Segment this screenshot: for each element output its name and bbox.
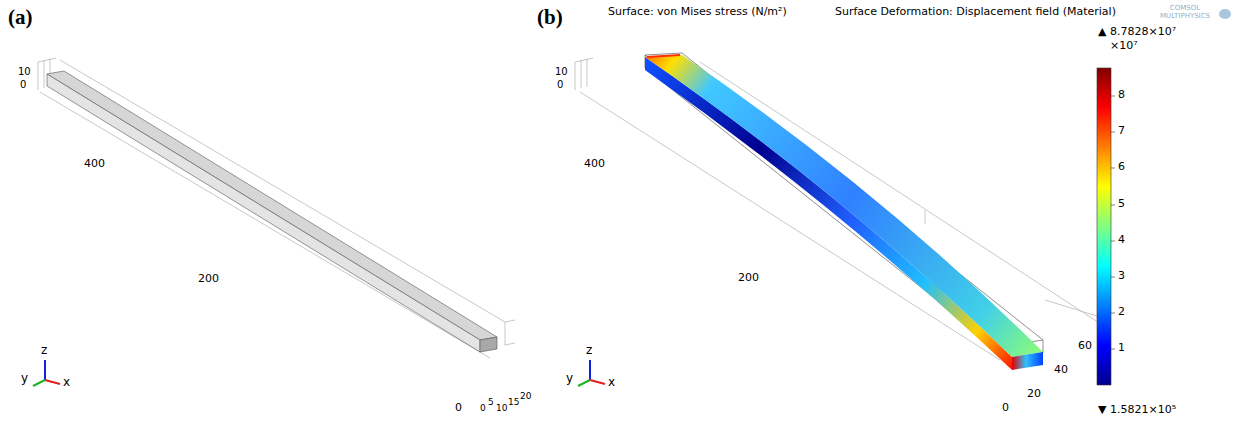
axis-letter: z bbox=[586, 344, 592, 357]
axis-tick: 0 bbox=[20, 79, 26, 90]
color-bar bbox=[1097, 68, 1111, 385]
tick-label: 5 bbox=[1118, 198, 1125, 210]
panel-label: (a) bbox=[8, 6, 33, 29]
axis-tick: 400 bbox=[82, 158, 107, 170]
max-value: ▲ 8.7828×10⁷ bbox=[1098, 26, 1176, 38]
tick-label: 2 bbox=[1118, 306, 1125, 318]
axis-tick: 200 bbox=[196, 273, 221, 285]
axis-tick: 400 bbox=[582, 158, 607, 170]
logo-mark bbox=[1219, 9, 1231, 19]
axis-triad bbox=[578, 360, 605, 386]
axis-tick: 0 bbox=[1002, 402, 1009, 414]
plot-title: Surface: von Mises stress (N/m²) bbox=[608, 6, 787, 18]
axis-letter: y bbox=[566, 372, 573, 385]
min-value: ▼ 1.5821×10⁵ bbox=[1098, 404, 1176, 416]
axis-tick: 40 bbox=[1054, 364, 1068, 376]
undeformed-wireframe bbox=[645, 53, 1043, 358]
watermark: COMSOL bbox=[1170, 5, 1200, 13]
axis-frame bbox=[38, 58, 515, 358]
axis-letter: y bbox=[21, 372, 28, 385]
plot-title: Surface Deformation: Displacement field … bbox=[835, 6, 1116, 18]
axis-tick: 20 bbox=[1027, 388, 1041, 400]
tick-label: 7 bbox=[1118, 125, 1125, 137]
axis-tick: 0 bbox=[557, 79, 563, 90]
axis-tick: 0 bbox=[455, 402, 462, 414]
axis-triad bbox=[33, 360, 60, 386]
axis-tick: 0 bbox=[480, 404, 486, 414]
axis-tick: 10 bbox=[18, 66, 31, 77]
panel-label: (b) bbox=[537, 6, 563, 29]
tick-label: 3 bbox=[1118, 270, 1125, 282]
tick-label: 4 bbox=[1118, 234, 1125, 246]
tick-label: 6 bbox=[1118, 161, 1125, 173]
undeformed-beam bbox=[47, 71, 497, 352]
axis-tick: 15 bbox=[508, 398, 519, 408]
axis-tick: 10 bbox=[555, 66, 568, 77]
axis-tick: 10 bbox=[496, 404, 507, 414]
axis-letter: z bbox=[41, 344, 47, 357]
axis-tick: 60 bbox=[1078, 340, 1092, 352]
axis-tick: 20 bbox=[520, 392, 531, 402]
axis-letter: x bbox=[63, 376, 70, 389]
deformed-beam bbox=[645, 55, 1043, 370]
axis-tick: 5 bbox=[488, 398, 494, 408]
watermark: MULTIPHYSICS bbox=[1160, 13, 1210, 21]
scale-factor: ×10⁷ bbox=[1110, 40, 1138, 52]
tick-label: 8 bbox=[1118, 89, 1125, 101]
tick-label: 1 bbox=[1118, 342, 1125, 354]
color-bar-ticks bbox=[1111, 96, 1115, 349]
axis-letter: x bbox=[608, 376, 615, 389]
axis-tick: 200 bbox=[736, 272, 761, 284]
